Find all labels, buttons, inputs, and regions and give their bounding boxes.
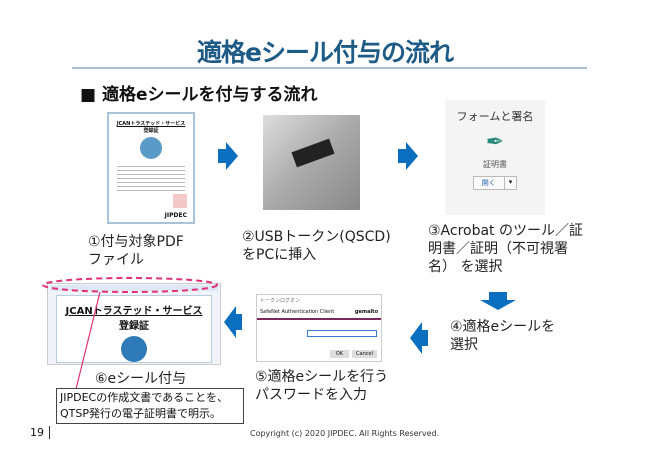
- acrobat-header: フォームと署名: [456, 110, 534, 123]
- step-6-label: ⑥eシール付与: [95, 371, 187, 387]
- usb-token-icon: [291, 138, 335, 168]
- safenet-dialog-screenshot: トークンログオン SafeNet Authentication Client g…: [256, 294, 382, 362]
- step-2-line2: をPCに挿入: [242, 247, 317, 263]
- page-number: 19: [30, 426, 50, 439]
- callout-line1: JIPDECの作成文書であることを、: [60, 391, 229, 404]
- arrow-left-icon: [410, 322, 428, 354]
- acrobat-tool-panel: フォームと署名 ✒ 証明書 開く ▾: [445, 100, 545, 215]
- step-5-line1: ⑤適格eシールを行う: [255, 369, 389, 385]
- step-3-line3: 名） を選択: [428, 259, 503, 275]
- acrobat-tool-label: 証明書: [483, 160, 507, 169]
- jipdec-logo: JIPDEC: [164, 212, 187, 219]
- globe-seal-icon: [121, 336, 147, 362]
- step-5-label: ⑤適格eシールを行うパスワードを入力: [255, 368, 388, 404]
- certificate-subtitle: 登録証: [143, 128, 159, 134]
- open-button[interactable]: 開く: [472, 176, 505, 190]
- signed-cert-subtitle: 登録証: [119, 321, 149, 332]
- step-2-label: ②USBトークン(QSCD) をPCに挿入: [242, 228, 391, 264]
- dialog-title: SafeNet Authentication Client: [260, 309, 335, 315]
- cancel-button[interactable]: Cancel: [352, 350, 377, 358]
- certificate-body-lines: [117, 163, 185, 193]
- signature-bar: [50, 285, 218, 291]
- title-divider: [72, 67, 587, 69]
- step-3-label: ③Acrobat のツール／証明書／証明（不可視署名） を選択: [428, 222, 583, 276]
- arrow-right-icon: [398, 142, 418, 170]
- usb-token-photo: [263, 115, 360, 210]
- gemalto-logo: gemalto: [354, 309, 378, 315]
- step-1-label: ①付与対象PDF ファイル: [88, 233, 184, 269]
- copyright: Copyright (c) 2020 JIPDEC. All Rights Re…: [250, 429, 440, 438]
- step-4-line1: ④適格eシールを: [450, 319, 556, 335]
- signed-pdf-screenshot: JCANトラステッド・サービス 登録証: [47, 283, 221, 365]
- password-input[interactable]: [307, 330, 377, 337]
- step-1-line1: ①付与対象PDF: [88, 234, 184, 250]
- certificate-thumbnail: JCANトラステッド・サービス 登録証 JIPDEC: [107, 112, 195, 224]
- arrow-right-icon: [218, 142, 238, 170]
- certificate-title: JCANトラステッド・サービス: [116, 121, 186, 127]
- dashed-highlight-ellipse: [42, 277, 218, 293]
- red-stamp-icon: [173, 194, 187, 208]
- callout-highlight: [42, 277, 218, 390]
- dialog-window-title: トークンログオン: [260, 298, 301, 304]
- callout-pointer-line: [75, 291, 101, 390]
- step-4-label: ④適格eシールを選択: [450, 318, 555, 354]
- open-dropdown-button[interactable]: ▾: [504, 176, 518, 190]
- signed-cert-title: JCANトラステッド・サービス: [65, 306, 203, 317]
- callout-line2: QTSP発行の電子証明書で明示。: [60, 407, 221, 420]
- arrow-left-icon: [224, 306, 242, 338]
- arrow-down-icon: [480, 292, 516, 310]
- slide-title: 適格eシール付与の流れ: [197, 38, 454, 67]
- step-2-line1: ②USBトークン(QSCD): [242, 229, 391, 245]
- pen-certificate-icon: ✒: [485, 130, 505, 155]
- step-4-line2: 選択: [450, 337, 478, 353]
- ok-button[interactable]: OK: [329, 350, 350, 358]
- globe-seal-icon: [140, 137, 162, 159]
- step-1-line2: ファイル: [88, 252, 144, 268]
- callout-box: JIPDECの作成文書であることを、 QTSP発行の電子証明書で明示。: [56, 388, 244, 424]
- step-3-line2: 明書／証明（不可視署: [428, 241, 568, 257]
- section-heading: ■ 適格eシールを付与する流れ: [80, 85, 318, 105]
- step-5-line2: パスワードを入力: [255, 387, 367, 403]
- step-3-line1: ③Acrobat のツール／証: [428, 223, 583, 239]
